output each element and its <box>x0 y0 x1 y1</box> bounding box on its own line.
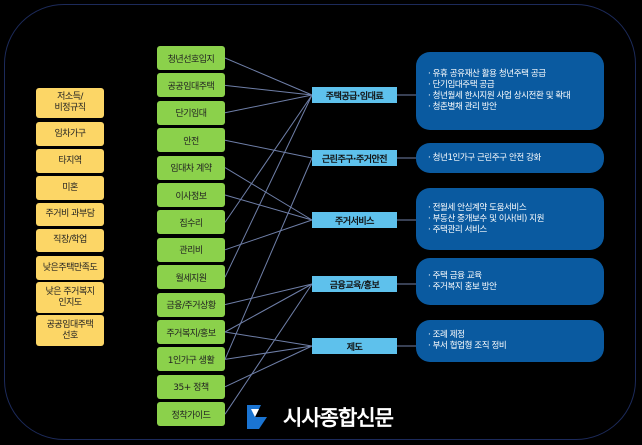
category-label: 주거서비스 <box>312 212 397 228</box>
need-box: 공공임대주택 <box>157 73 225 98</box>
policy-item: · 조례 제정 <box>428 330 465 340</box>
factor-box: 주거비 과부담 <box>36 203 104 226</box>
factor-box: 미혼 <box>36 176 104 200</box>
connector-line <box>224 345 313 388</box>
connector-line <box>224 94 313 114</box>
need-box: 단기임대 <box>157 100 225 125</box>
need-box: 월세지원 <box>157 265 225 290</box>
diagram-frame <box>4 4 636 440</box>
need-box: 관리비 <box>157 237 225 262</box>
connector-line <box>224 157 313 360</box>
factor-box: 직장/학업 <box>36 229 104 252</box>
need-box: 주거복지/홍보 <box>157 320 225 344</box>
factor-box: 낮은주택만족도 <box>36 256 104 280</box>
need-box: 안전 <box>157 128 225 153</box>
connector-line <box>224 283 313 333</box>
policy-item: · 부서 협업형 조직 정비 <box>428 341 507 351</box>
connector-line <box>224 84 313 96</box>
policy-item: · 주택관리 서비스 <box>428 224 487 235</box>
need-box: 이사정보 <box>157 183 225 207</box>
connector-line <box>224 194 313 221</box>
category-label: 근린주구·주거안전 <box>312 150 397 166</box>
policy-box: · 전월세 안심계약 도움서비스· 부동산 중개보수 및 이사(비) 지원· 주… <box>416 188 604 250</box>
connector-line <box>224 345 313 360</box>
policy-item: · 부동산 중개보수 및 이사(비) 지원 <box>428 213 545 224</box>
policy-box: · 유휴 공유재산 활용 청년주택 공급· 단기임대주택 공급· 청년월세 한시… <box>416 52 604 130</box>
factor-box: 낮은 주거복지 인지도 <box>36 282 104 313</box>
connector-line <box>224 57 313 96</box>
connector-line <box>224 94 313 278</box>
factor-box: 임차가구 <box>36 122 104 146</box>
policy-item: · 주거복지 홍보 방안 <box>428 281 497 292</box>
need-box: 집수리 <box>157 210 225 235</box>
policy-item: · 단기임대주택 공급 <box>428 80 495 90</box>
logo-text: 시사종합신문 <box>283 406 394 430</box>
factor-box: 공공임대주택 선호 <box>36 315 104 346</box>
policy-item: · 청년1인가구 근린주구 안전 강화 <box>428 152 541 163</box>
need-box: 정착가이드 <box>157 402 225 427</box>
policy-item: · 청춘별채 관리 방안 <box>428 102 497 112</box>
connector-line <box>224 94 313 223</box>
connector-line <box>224 139 313 159</box>
category-label: 금융교육/홍보 <box>312 276 397 292</box>
policy-box: · 청년1인가구 근린주구 안전 강화 <box>416 143 604 173</box>
factor-box: 저소득/ 비정규직 <box>36 88 104 118</box>
logo-icon <box>247 405 267 429</box>
policy-box: · 조례 제정· 부서 협업형 조직 정비 <box>416 320 604 362</box>
need-box: 임대차 계약 <box>157 155 225 180</box>
connector-line <box>224 219 313 251</box>
category-label: 주택공급·임대료 <box>312 87 397 103</box>
need-box: 청년선호입지 <box>157 46 225 70</box>
need-box: 1인가구 생활 <box>157 347 225 372</box>
connector-line <box>224 283 313 415</box>
policy-item: · 전월세 안심계약 도움서비스 <box>428 202 527 213</box>
connector-line <box>224 167 313 221</box>
logo: 시사종합신문 <box>245 402 394 432</box>
connector-line <box>224 283 313 306</box>
policy-item: · 유휴 공유재산 활용 청년주택 공급 <box>428 69 546 79</box>
need-box: 35+ 정책 <box>157 374 225 399</box>
connector-line <box>224 331 313 347</box>
policy-item: · 청년월세 한시지원 사업 상시전환 및 확대 <box>428 91 571 101</box>
need-box: 금융/주거상황 <box>157 292 225 317</box>
policy-item: · 주택 금융 교육 <box>428 270 482 281</box>
policy-box: · 주택 금융 교육· 주거복지 홍보 방안 <box>416 258 604 305</box>
factor-box: 타지역 <box>36 149 104 173</box>
category-label: 제도 <box>312 338 397 354</box>
